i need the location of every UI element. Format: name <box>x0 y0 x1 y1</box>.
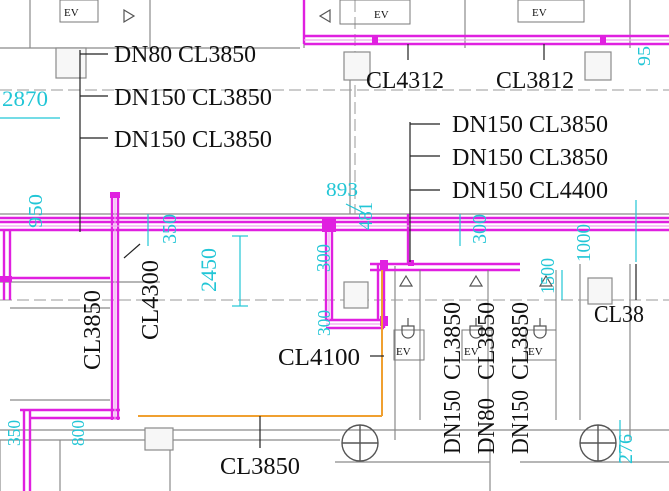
dimension-lines <box>0 117 637 462</box>
dimension-95: 95 <box>634 46 654 66</box>
dimension-481: 481 <box>355 202 377 230</box>
dimension-300: 300 <box>314 310 334 336</box>
ev-tag: EV <box>528 346 543 358</box>
elevation-label-vertical-cl3850: CL3850 <box>440 302 466 380</box>
pipe-label-vertical-dn150: DN150 <box>508 390 534 454</box>
column-circle-icon <box>341 424 617 462</box>
dimension-350: 350 <box>4 420 24 446</box>
ev-bays-bottom <box>393 270 557 420</box>
pipe-label-dn150-cl3850: DN150 CL3850 <box>452 145 608 171</box>
elevation-label-cl4300-vertical: CL4300 <box>138 260 164 340</box>
pipe-label-dn80-cl3850: DN80 CL3850 <box>114 42 256 68</box>
ev-charger-plug-icon <box>401 318 547 339</box>
pipe-label-vertical-dn80: DN80 <box>474 398 500 454</box>
pipe-joints <box>0 36 606 326</box>
dimension-893: 893 <box>326 179 358 201</box>
pipe-label-dn150-cl4400: DN150 CL4400 <box>452 178 608 204</box>
ev-bays-top <box>59 0 585 25</box>
dimension-276: 276 <box>615 434 637 464</box>
column-boxes <box>55 47 613 451</box>
elevation-label-cl38-right: CL38 <box>594 302 644 328</box>
elevation-label-vertical-cl3850: CL3850 <box>508 302 534 380</box>
dimension-350: 350 <box>159 214 181 244</box>
dimension-300: 300 <box>313 244 335 272</box>
elevation-label-cl3850-bottom: CL3850 <box>220 454 300 480</box>
pipe-label-dn150-cl3850: DN150 CL3850 <box>452 112 608 138</box>
ev-tag: EV <box>374 9 389 21</box>
arrow-triangle-icon <box>123 8 554 287</box>
elevation-label-cl3850-vertical: CL3850 <box>80 290 106 370</box>
dimension-300: 300 <box>469 214 491 244</box>
ev-tag: EV <box>532 7 547 19</box>
dimension-2870: 2870 <box>2 86 48 111</box>
elevation-label-cl3812: CL3812 <box>496 68 574 94</box>
dimension-2450: 2450 <box>196 248 221 292</box>
pipe-label-dn150-cl3850: DN150 CL3850 <box>114 85 272 111</box>
dimension-1000: 1000 <box>573 224 595 262</box>
leader-lines <box>79 44 637 448</box>
elevation-label-cl4100: CL4100 <box>278 345 360 371</box>
pipe-label-vertical-dn150: DN150 <box>440 390 466 454</box>
dimension-1500: 1500 <box>537 258 559 294</box>
ev-tag: EV <box>64 7 79 19</box>
ev-tag: EV <box>464 346 479 358</box>
elevation-label-vertical-cl3850: CL3850 <box>474 302 500 380</box>
dimension-950: 950 <box>25 194 47 228</box>
elevation-label-cl4312: CL4312 <box>366 68 444 94</box>
pipe-label-dn150-cl3850: DN150 CL3850 <box>114 127 272 153</box>
ev-tag: EV <box>396 346 411 358</box>
dimension-800: 800 <box>68 420 88 446</box>
